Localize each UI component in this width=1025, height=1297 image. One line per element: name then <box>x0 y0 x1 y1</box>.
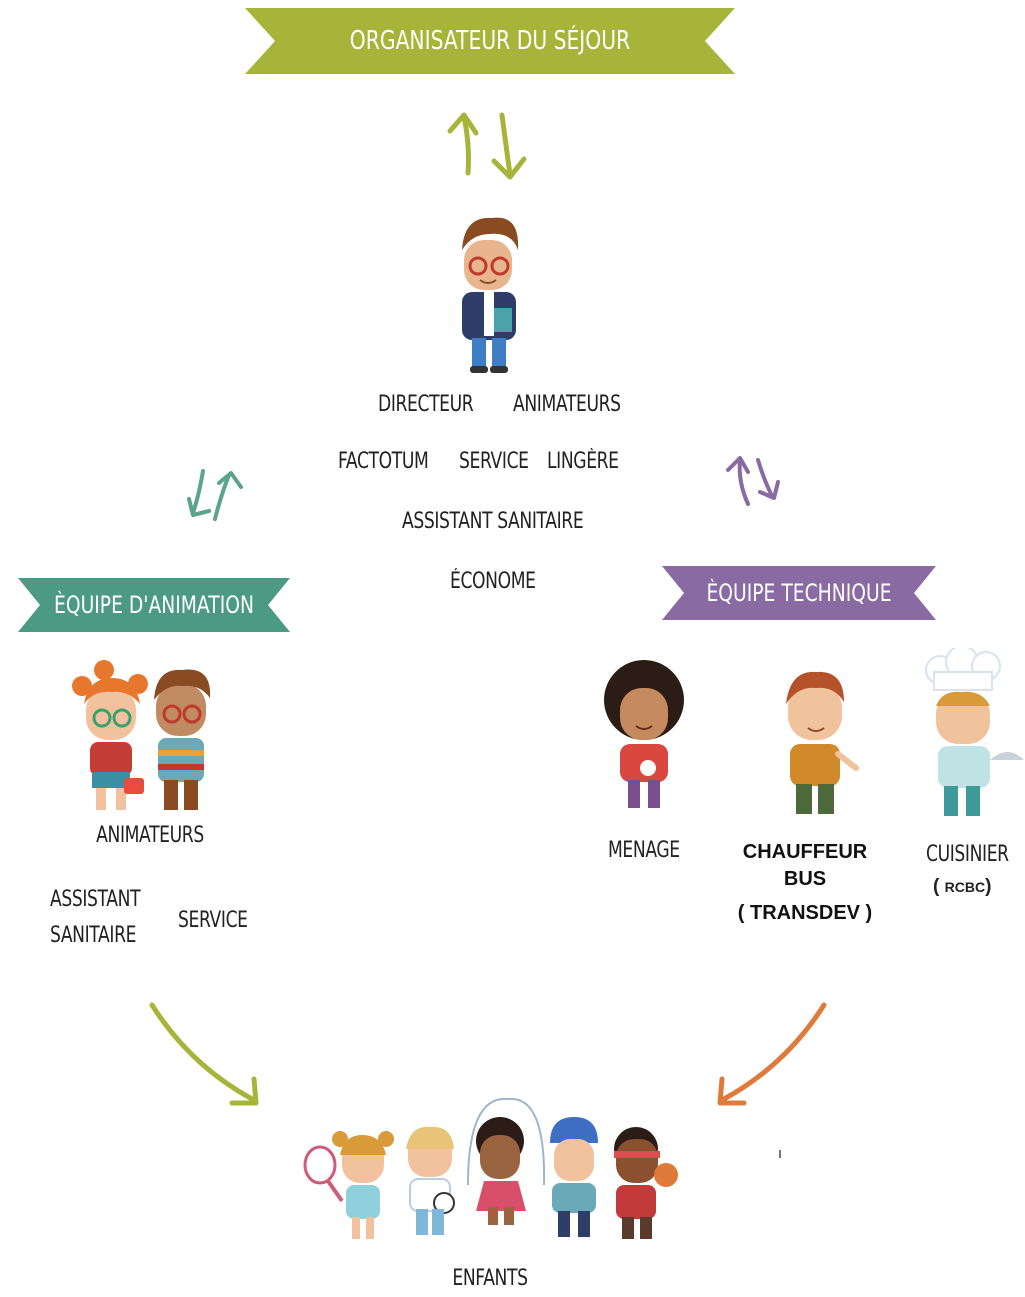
technical-menage: MENAGE <box>608 838 680 863</box>
role-service: SERVICE <box>459 449 529 474</box>
animation-assistant-line1: ASSISTANT <box>50 887 141 912</box>
animation-team-banner-shape <box>18 578 290 632</box>
role-lingere: LINGÈRE <box>547 449 619 474</box>
small-dash-mark <box>779 1150 781 1158</box>
technical-team-banner: ÈQUIPE TECHNIQUE <box>662 566 936 620</box>
technical-cuisinier-company: ( RCBC) <box>933 876 991 898</box>
menage-figure <box>604 660 684 808</box>
chauffeur-figure <box>786 671 859 814</box>
animation-team-banner: ÈQUIPE D'ANIMATION <box>18 578 290 632</box>
role-animateurs: ANIMATEURS <box>513 392 621 417</box>
director-figure <box>462 217 519 373</box>
technical-chauffeur-line2: BUS <box>783 868 827 890</box>
purple-arrows-icon <box>726 456 780 506</box>
animation-animateurs: ANIMATEURS <box>96 823 204 848</box>
orange-curved-arrow-icon <box>717 1002 827 1106</box>
cuisinier-figure <box>925 648 1024 816</box>
technical-team-title: ÈQUIPE TECHNIQUE <box>706 579 892 607</box>
organizer-banner-shape <box>245 8 735 74</box>
children-label: ENFANTS <box>452 1266 528 1291</box>
role-assistant-sanitaire: ASSISTANT SANITAIRE <box>402 509 584 534</box>
up-down-arrows-icon <box>447 112 527 180</box>
role-directeur: DIRECTEUR <box>378 392 474 417</box>
animation-team-title: ÈQUIPE D'ANIMATION <box>54 591 254 619</box>
animation-service: SERVICE <box>178 908 248 933</box>
cuisinier-paren-close: ) <box>985 876 992 897</box>
technical-cuisinier: CUISINIER <box>926 842 1009 867</box>
cuisinier-paren-open: ( <box>933 876 940 897</box>
animation-assistant-line2: SANITAIRE <box>50 923 137 948</box>
role-factotum: FACTOTUM <box>338 449 429 474</box>
technical-team-banner-shape <box>662 566 936 620</box>
green-curved-arrow-icon <box>149 1002 259 1106</box>
technical-chauffeur-line1: CHAUFFEUR <box>742 841 868 863</box>
cuisinier-company-name: RCBC <box>944 879 986 895</box>
children-figures <box>303 1097 678 1239</box>
organizer-banner: ORGANISATEUR DU SÉJOUR <box>245 8 735 74</box>
technical-chauffeur-line3: ( TRANSDEV ) <box>737 902 873 924</box>
role-econome: ÉCONOME <box>450 569 536 594</box>
organizer-title: ORGANISATEUR DU SÉJOUR <box>349 26 631 56</box>
animators-figures <box>72 660 211 810</box>
teal-arrows-icon <box>187 469 243 521</box>
